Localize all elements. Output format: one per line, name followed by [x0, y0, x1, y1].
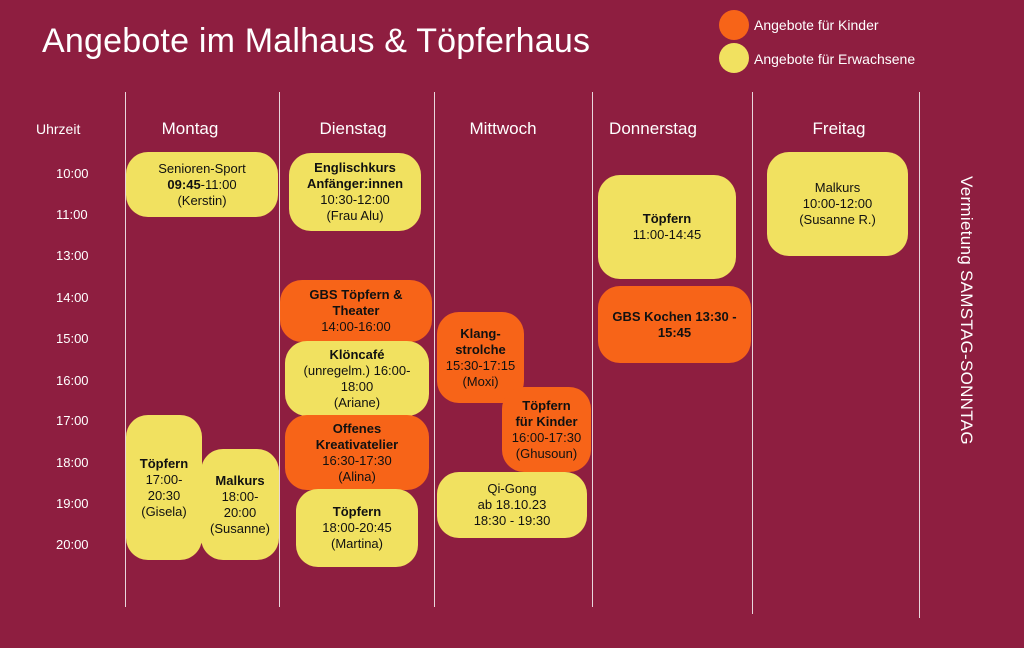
time-label: 11:00 [56, 207, 88, 222]
legend-kids-swatch [719, 10, 749, 40]
event-title: Offenes [332, 420, 382, 436]
event-start-date: ab 18.10.23 [477, 497, 547, 512]
event-malkurs-montag: Malkurs 18:00- 20:00 (Susanne) [201, 449, 279, 560]
time-label: 20:00 [56, 537, 89, 552]
day-header-dienstag: Dienstag [319, 119, 387, 138]
event-host: (Gisela) [141, 503, 187, 519]
event-offenes-kreativatelier: Offenes Kreativatelier 16:30-17:30 (Alin… [285, 415, 429, 490]
event-time: 11:00-14:45 [632, 227, 702, 242]
event-englischkurs: Englischkurs Anfänger:innen 10:30-12:00 … [289, 153, 421, 231]
event-title: Töpfern [522, 397, 571, 413]
event-time: 10:00-12:00 [802, 196, 873, 211]
event-subtitle: für Kinder [515, 413, 578, 429]
column-divider [752, 92, 753, 614]
time-label: 13:00 [56, 248, 89, 263]
event-time: 18:00-20:45 [322, 520, 392, 535]
time-label: 18:00 [56, 455, 89, 470]
time-label: 16:00 [56, 373, 89, 388]
time-label: 19:00 [56, 496, 89, 511]
day-header-mittwoch: Mittwoch [469, 119, 537, 138]
page-title: Angebote im Malhaus & Töpferhaus [42, 22, 591, 60]
event-host: (Kerstin) [177, 192, 227, 208]
event-title: Töpfern [642, 211, 692, 226]
event-time: 15:45 [657, 324, 692, 340]
column-divider [434, 92, 435, 607]
event-title: GBS Kochen 13:30 - [612, 308, 737, 324]
event-klangstrolche: Klang- strolche 15:30-17:15 (Moxi) [437, 312, 524, 403]
event-title: Qi-Gong [487, 481, 537, 496]
event-toepfern-donnerstag: Töpfern 11:00-14:45 [598, 175, 736, 279]
event-time: (unregelm.) 16:00- [303, 362, 411, 378]
event-subtitle: Anfänger:innen [306, 176, 404, 191]
day-header-montag: Montag [161, 119, 219, 138]
event-gbs-kochen: GBS Kochen 13:30 - 15:45 [598, 286, 751, 363]
legend-kids-label: Angebote für Kinder [754, 17, 879, 33]
time-label: 14:00 [56, 290, 89, 305]
event-kloencafe: Klöncafé (unregelm.) 16:00- 18:00 (Arian… [285, 341, 429, 416]
event-time: 18:00- [221, 488, 259, 504]
event-subtitle: strolche [455, 341, 506, 357]
event-title: Töpfern [139, 455, 189, 471]
event-toepfern-montag: Töpfern 17:00- 20:30 (Gisela) [126, 415, 202, 560]
event-title: Töpfern [332, 504, 382, 519]
column-divider [125, 92, 126, 607]
legend-adults-label: Angebote für Erwachsene [754, 51, 916, 67]
event-host: (Moxi) [462, 373, 499, 389]
event-malkurs-freitag: Malkurs 10:00-12:00 (Susanne R.) [767, 152, 908, 256]
event-title: Senioren-Sport [158, 160, 246, 176]
column-divider [279, 92, 280, 607]
event-time: 17:00- [145, 471, 183, 487]
event-time: 16:30-17:30 [322, 452, 392, 468]
legend-adults-swatch [719, 43, 749, 73]
event-qigong: Qi-Gong ab 18.10.23 18:30 - 19:30 [437, 472, 587, 538]
event-time: 18:00 [340, 378, 374, 394]
event-toepfern-dienstag: Töpfern 18:00-20:45 (Martina) [296, 489, 418, 567]
event-title: Klöncafé [329, 346, 385, 362]
column-divider [919, 92, 920, 618]
event-toepfern-kinder: Töpfern für Kinder 16:00-17:30 (Ghusoun) [502, 387, 591, 472]
event-host: (Susanne) [210, 520, 270, 536]
event-start: 09:45 [167, 176, 201, 192]
event-time: 15:30-17:15 [445, 357, 516, 373]
event-host: (Ghusoun) [515, 445, 578, 461]
event-time: 16:00-17:30 [511, 429, 582, 445]
day-header-freitag: Freitag [812, 119, 866, 138]
event-time: 14:00-16:00 [321, 319, 391, 334]
event-title: Englischkurs [314, 160, 396, 175]
event-title: Malkurs [814, 180, 861, 195]
event-host: (Ariane) [333, 394, 381, 410]
day-header-donnerstag: Donnerstag [609, 119, 697, 138]
event-time: 10:30-12:00 [320, 192, 390, 207]
time-label: 15:00 [56, 331, 89, 346]
event-title: GBS Töpfern & [309, 287, 403, 302]
event-host: (Alina) [338, 468, 376, 484]
event-gbs-toepfern-theater: GBS Töpfern & Theater 14:00-16:00 [280, 280, 432, 342]
event-title: Klang- [460, 325, 501, 341]
weekend-rental-note: Vermietung SAMSTAG-SONNTAG [957, 176, 976, 445]
event-host: (Frau Alu) [326, 208, 384, 223]
event-time: 18:30 - 19:30 [473, 513, 551, 528]
time-label: 10:00 [56, 166, 89, 181]
event-subtitle: Theater [332, 303, 380, 318]
column-divider [592, 92, 593, 607]
event-time: 20:00 [223, 504, 257, 520]
event-subtitle: Kreativatelier [315, 436, 399, 452]
event-end: -11:00 [200, 176, 237, 192]
event-host: (Susanne R.) [799, 212, 876, 227]
time-label: 17:00 [56, 413, 89, 428]
event-host: (Martina) [330, 536, 383, 551]
event-time: 20:30 [147, 487, 181, 503]
event-senioren-sport: Senioren-Sport 09:45-11:00 (Kerstin) [126, 152, 278, 217]
event-title: Malkurs [215, 472, 265, 488]
uhrzeit-header: Uhrzeit [36, 121, 81, 137]
